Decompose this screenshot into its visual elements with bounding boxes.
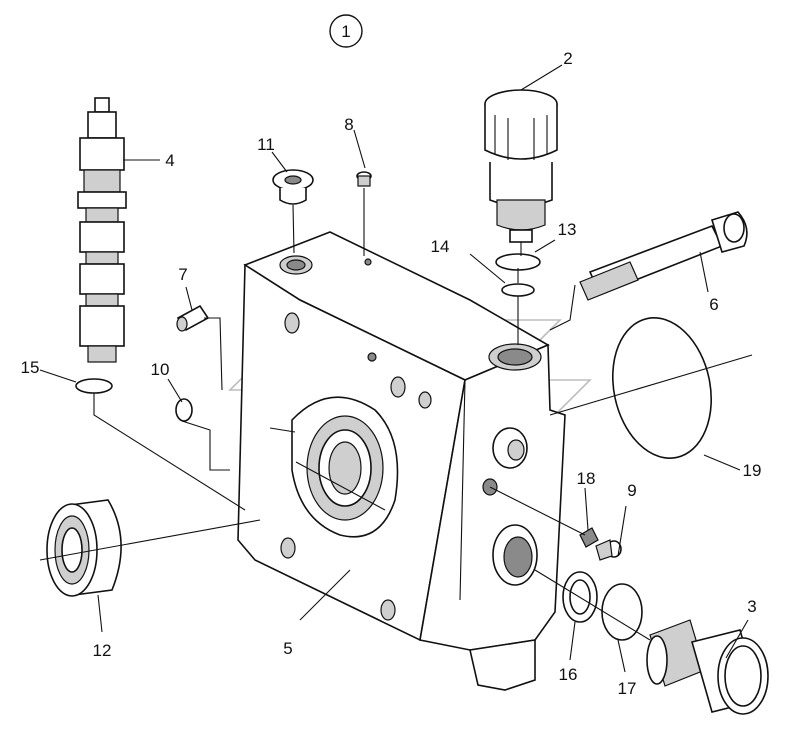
plug-part-18 xyxy=(579,527,599,548)
callout-6: 6 xyxy=(709,295,718,314)
o-ring-part-19 xyxy=(611,317,713,459)
callout-13: 13 xyxy=(558,220,577,239)
assembly-number-badge: 1 xyxy=(329,14,363,48)
callout-5: 5 xyxy=(283,639,292,658)
o-ring-part-10 xyxy=(175,398,193,422)
cartridge-valve-part-3 xyxy=(646,619,769,715)
callout-15: 15 xyxy=(21,358,40,377)
valve-housing xyxy=(237,231,566,691)
callout-12: 12 xyxy=(93,641,112,660)
svg-text:1: 1 xyxy=(341,22,350,41)
callout-labels: 2 3 4 5 6 7 8 9 10 11 12 13 14 15 16 17 … xyxy=(21,49,762,698)
callout-3: 3 xyxy=(747,597,756,616)
plug-part-11 xyxy=(272,169,314,205)
callout-9: 9 xyxy=(627,481,636,500)
callout-10: 10 xyxy=(151,360,170,379)
callout-2: 2 xyxy=(563,49,572,68)
callout-11: 11 xyxy=(257,135,275,154)
callout-19: 19 xyxy=(743,461,762,480)
callout-4: 4 xyxy=(165,151,174,170)
leader-lines xyxy=(39,64,753,673)
callout-16: 16 xyxy=(559,665,578,684)
screw-part-8 xyxy=(356,171,372,187)
callout-7: 7 xyxy=(178,265,187,284)
o-ring-part-14 xyxy=(501,283,535,297)
o-ring-part-13 xyxy=(495,253,541,271)
callout-18: 18 xyxy=(577,469,596,488)
bolt-part-6 xyxy=(579,211,748,301)
bearing-part-12 xyxy=(46,499,122,597)
callout-17: 17 xyxy=(618,679,637,698)
callout-8: 8 xyxy=(344,115,353,134)
o-ring-part-17 xyxy=(601,583,643,641)
callout-14: 14 xyxy=(431,237,450,256)
plug-part-9 xyxy=(595,539,622,561)
spool-cartridge-part-4 xyxy=(77,97,127,363)
relief-valve-part-2 xyxy=(484,89,558,243)
o-ring-part-15 xyxy=(75,378,113,394)
